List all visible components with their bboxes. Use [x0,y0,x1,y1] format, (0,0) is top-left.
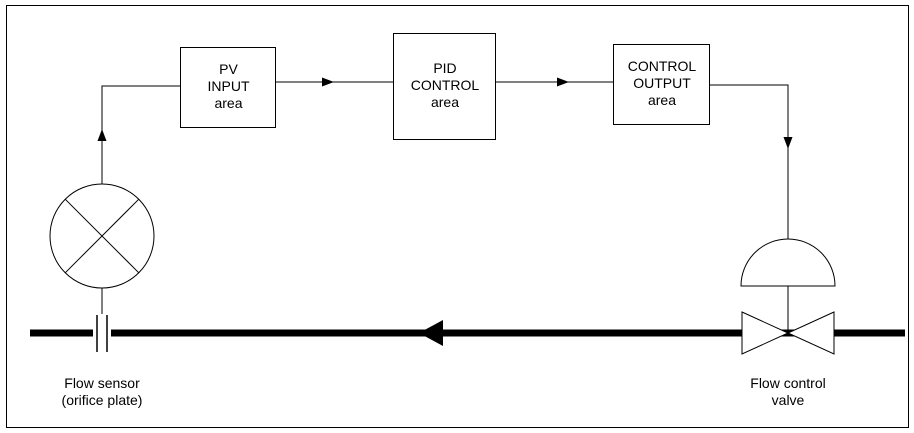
control-output-label: CONTROL OUTPUT area [614,58,710,109]
signal-arrow-to-pid [322,77,334,87]
pv-input-label: PV INPUT area [181,61,276,112]
pipe-flow-direction-arrow [419,320,443,346]
flow-control-valve-label-line1: Flow control [750,375,826,391]
pid-control-block [393,33,496,140]
control-output-label-line1: CONTROL [627,58,697,74]
flow-sensor-label-line2: (orifice plate) [61,392,143,408]
flow-sensor-label: Flow sensor (orifice plate) [22,375,182,409]
flow-sensor-label-line1: Flow sensor [64,375,140,391]
pid-control-label-line3: area [430,94,460,110]
valve-body-icon [741,311,835,355]
control-output-label-line3: area [647,92,677,108]
flow-control-valve-label-line2: valve [771,392,805,408]
pv-input-block [180,47,276,128]
signal-line-to-valve [710,84,789,239]
pv-input-label-line2: INPUT [207,78,250,94]
signal-arrow-down [783,137,793,149]
flow-transmitter-icon [49,183,155,289]
signal-line-to-pv-input [101,85,180,184]
pid-control-label-line1: PID [433,60,457,76]
valve-actuator-icon [740,238,836,287]
flow-control-valve-label: Flow control valve [708,375,868,409]
pv-input-label-line3: area [214,95,243,111]
control-output-block [613,44,710,125]
orifice-plate-icon [93,315,111,352]
pid-control-label-line2: CONTROL [410,77,480,93]
pid-control-label: PID CONTROL area [394,60,496,111]
signal-arrow-up [97,129,107,141]
control-output-label-line2: OUTPUT [633,75,691,91]
pv-input-label-line1: PV [219,61,238,77]
signal-arrow-to-output [557,77,569,87]
